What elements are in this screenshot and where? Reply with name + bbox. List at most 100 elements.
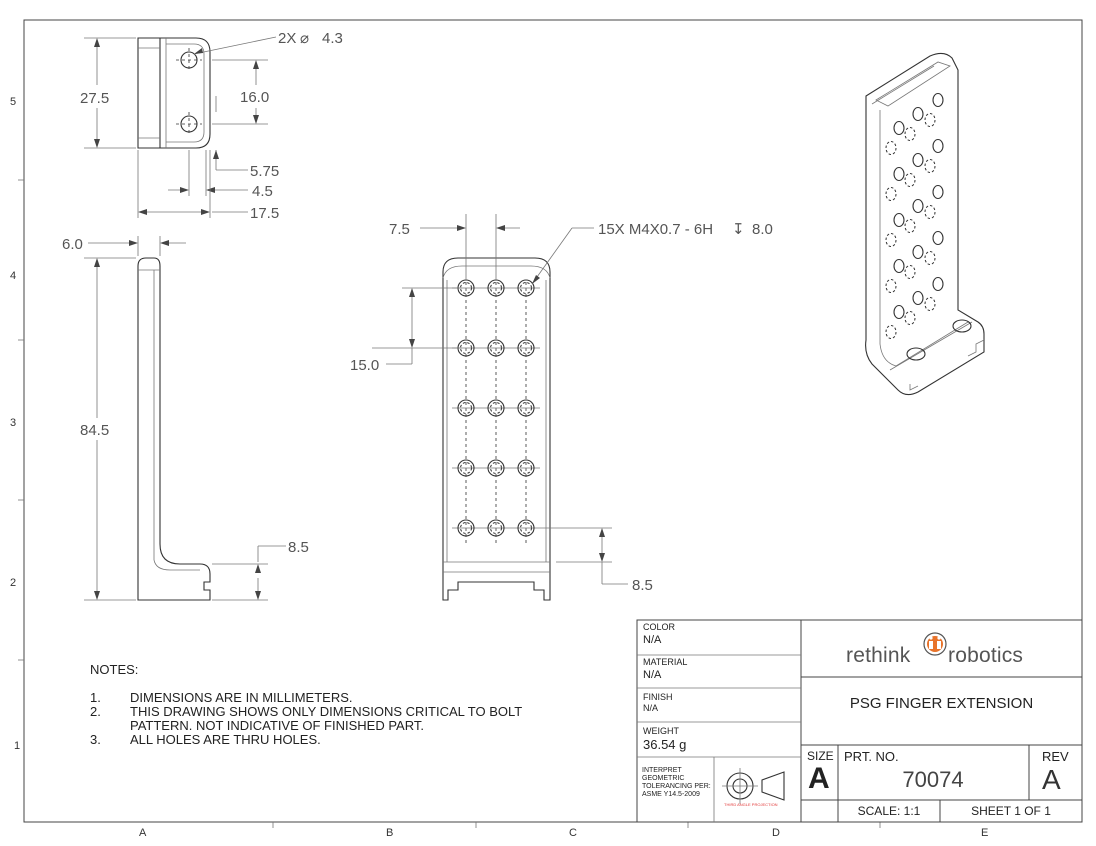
iso-hole bbox=[932, 230, 944, 246]
iso-hidden-hole bbox=[885, 325, 897, 339]
dim-col-spacing: 7.5 bbox=[389, 221, 410, 238]
note-item: 2. THIS DRAWING SHOWS ONLY DIMENSIONS CR… bbox=[90, 705, 560, 733]
note-number: 1. bbox=[90, 690, 101, 705]
dim-row-spacing: 15.0 bbox=[350, 357, 379, 374]
iso-hidden-hole bbox=[924, 205, 936, 219]
threaded-hole bbox=[517, 459, 535, 477]
projection-label: THIRD ANGLE PROJECTION bbox=[724, 802, 778, 807]
dim-foot-side: 8.5 bbox=[288, 539, 309, 556]
rev-label: REV bbox=[1042, 749, 1069, 764]
iso-hole bbox=[932, 92, 944, 108]
dim-top-height: 27.5 bbox=[80, 90, 109, 107]
zone-col-a: A bbox=[139, 827, 147, 839]
iso-hidden-hole bbox=[904, 265, 916, 279]
dim-foot-front: 8.5 bbox=[632, 577, 653, 594]
part-number-label: PRT. NO. bbox=[844, 749, 899, 764]
material-value: N/A bbox=[643, 669, 662, 681]
iso-hole bbox=[932, 276, 944, 292]
note-item: 3. ALL HOLES ARE THRU HOLES. bbox=[90, 733, 560, 747]
rethink-robotics-logo-icon bbox=[923, 632, 947, 656]
thread-minor-dia bbox=[460, 522, 472, 534]
thread-minor-dia bbox=[520, 462, 532, 474]
iso-hole bbox=[893, 304, 905, 320]
threaded-hole bbox=[487, 459, 505, 477]
front-view bbox=[442, 257, 551, 601]
iso-mount-hole-2 bbox=[952, 319, 972, 333]
weight-label: WEIGHT bbox=[643, 726, 679, 736]
iso-hidden-hole bbox=[924, 297, 936, 311]
depth-symbol: ↧ bbox=[732, 221, 745, 238]
thread-minor-dia bbox=[490, 462, 502, 474]
iso-hole bbox=[893, 212, 905, 228]
zone-col-e: E bbox=[981, 827, 988, 839]
iso-hidden-hole bbox=[885, 141, 897, 155]
iso-hidden-hole bbox=[924, 113, 936, 127]
top-view bbox=[137, 37, 211, 149]
iso-hole bbox=[912, 244, 924, 260]
zone-row-3: 3 bbox=[10, 417, 16, 429]
thread-minor-dia bbox=[460, 342, 472, 354]
iso-hidden-hole bbox=[904, 127, 916, 141]
threaded-hole bbox=[517, 519, 535, 537]
iso-hole bbox=[912, 106, 924, 122]
dim-total-height: 84.5 bbox=[80, 422, 109, 439]
color-label: COLOR bbox=[643, 622, 676, 632]
isometric-view bbox=[865, 52, 985, 396]
iso-hidden-hole bbox=[904, 311, 916, 325]
company-name-right: robotics bbox=[948, 644, 1024, 667]
diameter-symbol: ⌀ bbox=[300, 30, 309, 47]
dim-hole-diameter: 4.3 bbox=[322, 30, 343, 47]
thread-minor-dia bbox=[490, 522, 502, 534]
dim-hole-callout: 2X bbox=[278, 30, 296, 47]
zone-row-4: 4 bbox=[10, 270, 16, 282]
note-item: 1. DIMENSIONS ARE IN MILLIMETERS. bbox=[90, 691, 560, 705]
threaded-hole bbox=[517, 279, 535, 297]
color-value: N/A bbox=[643, 634, 662, 646]
iso-mount-hole-1 bbox=[906, 347, 926, 361]
size-value: A bbox=[808, 762, 830, 795]
threaded-hole bbox=[517, 339, 535, 357]
part-title: PSG FINGER EXTENSION bbox=[849, 695, 1034, 712]
thread-minor-dia bbox=[490, 402, 502, 414]
part-number-value: 70074 bbox=[902, 767, 964, 792]
finish-label: FINISH bbox=[643, 692, 673, 702]
iso-hidden-hole bbox=[885, 233, 897, 247]
zone-row-5: 5 bbox=[10, 96, 16, 108]
iso-hole bbox=[912, 290, 924, 306]
dim-width-175: 17.5 bbox=[250, 205, 279, 222]
note-number: 3. bbox=[90, 732, 101, 747]
notes-block: NOTES: 1. DIMENSIONS ARE IN MILLIMETERS.… bbox=[90, 662, 560, 747]
iso-hidden-hole bbox=[885, 187, 897, 201]
dim-thread-callout: 15X M4X0.7 - 6H bbox=[598, 221, 713, 238]
iso-hole bbox=[893, 120, 905, 136]
thread-minor-dia bbox=[520, 342, 532, 354]
iso-hidden-hole bbox=[904, 173, 916, 187]
dim-thickness: 6.0 bbox=[62, 236, 83, 253]
zone-row-2: 2 bbox=[10, 577, 16, 589]
zone-row-1: 1 bbox=[14, 740, 20, 752]
rev-value: A bbox=[1042, 764, 1061, 795]
iso-hole bbox=[893, 166, 905, 182]
material-label: MATERIAL bbox=[643, 657, 688, 667]
iso-hole bbox=[893, 258, 905, 274]
iso-hole bbox=[932, 138, 944, 154]
weight-value: 36.54 g bbox=[643, 737, 687, 752]
thread-minor-dia bbox=[490, 342, 502, 354]
thread-minor-dia bbox=[520, 402, 532, 414]
title-block-frame bbox=[636, 619, 1083, 823]
iso-hidden-hole bbox=[885, 279, 897, 293]
zone-col-c: C bbox=[569, 827, 577, 839]
zone-col-d: D bbox=[772, 827, 780, 839]
note-text: DIMENSIONS ARE IN MILLIMETERS. bbox=[130, 690, 353, 705]
thread-minor-dia bbox=[460, 462, 472, 474]
threaded-hole bbox=[487, 339, 505, 357]
dim-offset-575: 5.75 bbox=[250, 163, 279, 180]
side-view bbox=[137, 257, 211, 601]
dim-width-45: 4.5 bbox=[252, 183, 273, 200]
finish-value: N/A bbox=[643, 703, 659, 713]
dim-hole-spacing: 16.0 bbox=[240, 89, 269, 106]
dim-thread-depth: 8.0 bbox=[752, 221, 773, 238]
bolt-hole-pattern bbox=[452, 279, 540, 537]
size-label: SIZE bbox=[807, 749, 834, 763]
